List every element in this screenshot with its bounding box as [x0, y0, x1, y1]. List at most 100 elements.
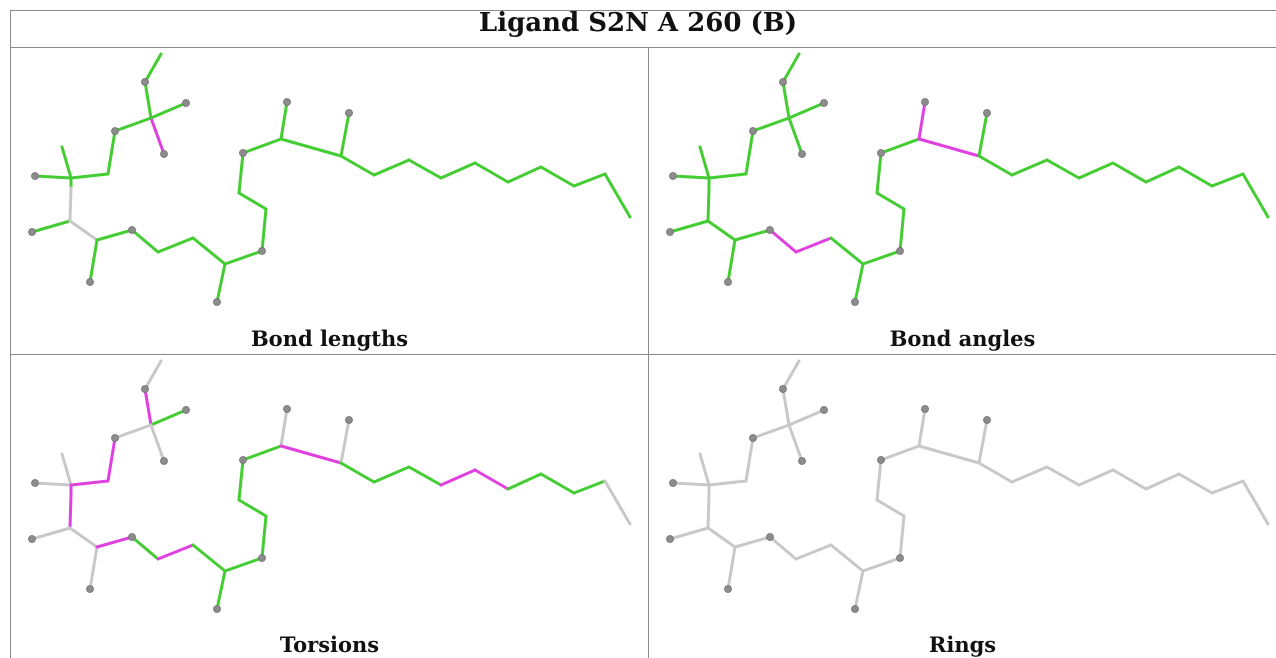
atom-m: [28, 535, 36, 543]
bond-v-w: [875, 191, 906, 211]
atom-i: [31, 172, 39, 180]
atom-f: [749, 434, 757, 442]
bond-w-x: [237, 458, 245, 502]
bond-p-q: [768, 228, 798, 254]
bond-y-A: [279, 137, 343, 158]
bond-g-h: [707, 479, 748, 487]
bond-v-w: [237, 191, 268, 211]
bond-n-o: [88, 238, 99, 284]
bond-u-v: [260, 207, 268, 253]
caption-torsions: Torsions: [279, 632, 380, 657]
bond-D-E: [407, 158, 443, 180]
bond-n-o: [726, 545, 737, 591]
atom-B: [983, 109, 991, 117]
atom-u: [896, 247, 904, 255]
atom-b: [141, 78, 149, 86]
atom-m: [666, 535, 674, 543]
atom-z: [283, 98, 291, 106]
atom-f: [111, 434, 119, 442]
bond-l-n: [68, 219, 99, 242]
atom-d: [820, 99, 828, 107]
atom-p: [766, 533, 774, 541]
bond-u-v: [898, 514, 906, 560]
bond-c-e: [149, 116, 166, 156]
atom-t: [213, 605, 221, 613]
atom-f: [749, 127, 757, 135]
panel-torsions: Torsions: [11, 355, 648, 658]
bond-p-q: [130, 535, 160, 561]
atom-b: [779, 385, 787, 393]
bond-D-E: [1045, 158, 1081, 180]
bond-c-e: [787, 423, 804, 463]
atom-d: [820, 406, 828, 414]
atom-o: [724, 278, 732, 286]
atom-u: [258, 247, 266, 255]
bond-c-f: [113, 116, 153, 133]
bond-c-e: [787, 116, 804, 156]
atom-t: [851, 298, 859, 306]
atom-z: [921, 98, 929, 106]
bond-f-g: [744, 436, 755, 483]
bond-s-u: [223, 249, 264, 266]
bond-l-m: [668, 526, 710, 541]
molecule-bond-lengths: [28, 52, 632, 306]
bond-s-u: [861, 249, 902, 266]
bond-c-f: [751, 116, 791, 133]
panel-bond-lengths: Bond lengths: [11, 48, 648, 354]
bond-f-g: [744, 129, 755, 176]
bond-q-r: [794, 236, 833, 254]
bond-s-t: [853, 262, 865, 304]
bond-H-I: [539, 165, 576, 188]
atom-z: [283, 405, 291, 413]
atom-o: [724, 585, 732, 593]
atom-x: [239, 456, 247, 464]
panel-bond-angles: Bond angles: [649, 48, 1276, 354]
atom-d: [182, 99, 190, 107]
bond-A-C: [339, 461, 376, 484]
bond-l-m: [30, 219, 72, 234]
bond-F-G: [473, 161, 510, 184]
bond-h-j: [60, 452, 73, 487]
bond-h-i: [671, 481, 711, 487]
bond-g-h: [69, 172, 110, 180]
bond-c-d: [787, 101, 826, 120]
bond-I-J: [572, 172, 607, 188]
bond-b-c: [781, 387, 791, 427]
molecule-torsions: [28, 359, 632, 613]
bond-H-I: [539, 472, 576, 495]
molecule-bond-angles: [666, 52, 1270, 306]
bond-a-b: [143, 52, 163, 84]
bond-A-C: [977, 461, 1014, 484]
bond-p-q: [130, 228, 160, 254]
bond-a-b: [781, 52, 801, 84]
atom-z: [921, 405, 929, 413]
bond-b-c: [143, 387, 153, 427]
table-header-divider: [10, 47, 1276, 48]
atom-i: [669, 479, 677, 487]
atom-e: [798, 150, 806, 158]
bond-E-F: [1077, 161, 1115, 180]
bond-u-v: [898, 207, 906, 253]
atom-o: [86, 278, 94, 286]
bond-l-m: [668, 219, 710, 234]
bond-h-i: [33, 481, 73, 487]
bond-I-J: [1210, 479, 1245, 495]
bond-s-t: [215, 569, 227, 611]
bond-C-D: [1010, 158, 1049, 177]
bond-n-p: [733, 535, 772, 549]
atom-x: [877, 456, 885, 464]
atom-i: [31, 479, 39, 487]
bond-A-B: [977, 111, 989, 158]
bond-C-D: [372, 158, 411, 177]
bond-c-f: [113, 423, 153, 440]
bond-c-f: [751, 423, 791, 440]
atom-m: [666, 228, 674, 236]
bond-I-J: [572, 479, 607, 495]
bond-h-j: [60, 145, 73, 180]
bond-k-l: [68, 493, 73, 530]
bond-G-H: [1144, 165, 1181, 184]
bond-n-o: [726, 238, 737, 284]
bond-l-n: [68, 526, 99, 549]
atom-x: [877, 149, 885, 157]
bond-A-B: [339, 111, 351, 158]
